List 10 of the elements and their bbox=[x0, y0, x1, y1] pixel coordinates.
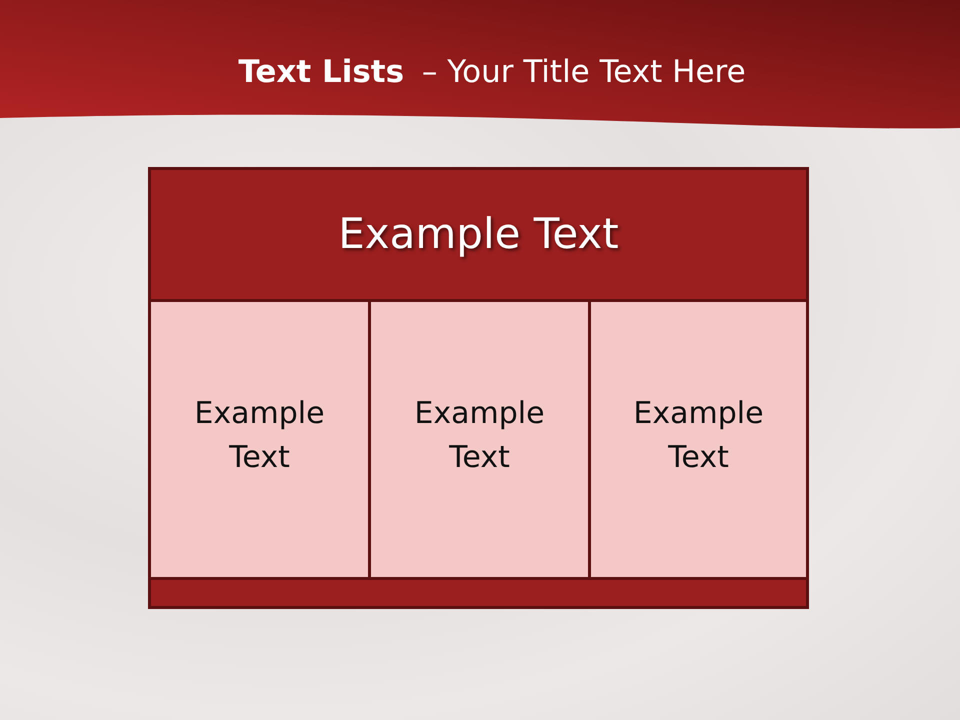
cell-text: Example Text bbox=[193, 395, 326, 476]
table-cell bbox=[588, 299, 809, 580]
table-header bbox=[148, 167, 809, 302]
cell-text: Example Text bbox=[632, 395, 765, 476]
header-text: Example Text bbox=[338, 208, 619, 260]
cell-text: Example Text bbox=[413, 395, 546, 476]
footer-bar bbox=[148, 577, 809, 609]
slide-title: Text Lists – Your Title Text Here bbox=[238, 54, 746, 92]
table-cell bbox=[148, 299, 371, 580]
table-cell bbox=[368, 299, 591, 580]
